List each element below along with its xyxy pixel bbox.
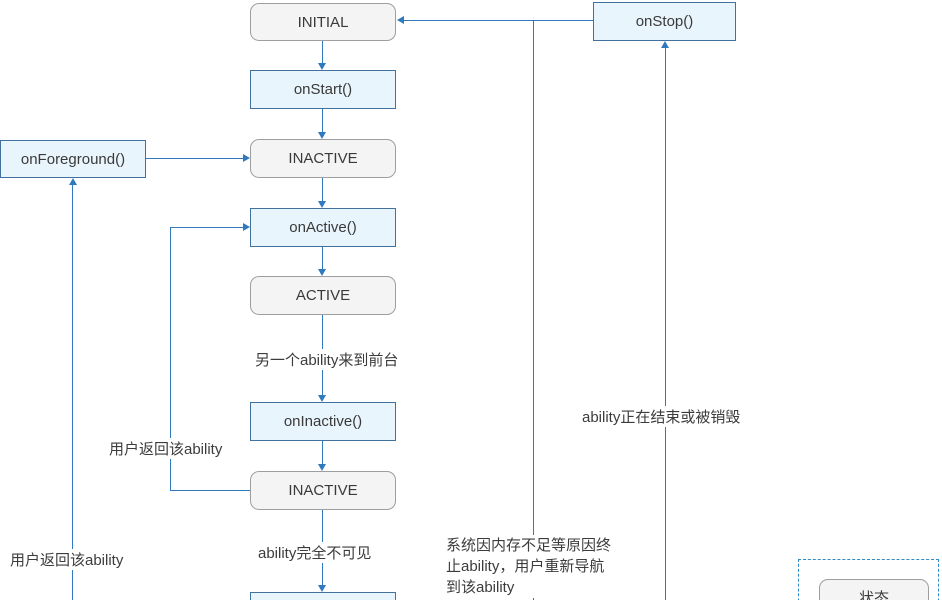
- arrowhead-into-inactive2: [318, 464, 326, 471]
- arrowhead-into-inactive-left: [243, 154, 250, 162]
- edge-inactive-to-onactive: [322, 178, 323, 202]
- oninactive-label: onInactive(): [283, 413, 363, 430]
- edge-onstart-to-inactive: [322, 109, 323, 133]
- edge-label-ability-ending: ability正在结束或被销毁: [580, 406, 743, 427]
- onstop-box: onStop(): [593, 2, 736, 41]
- initial-state-label: INITIAL: [297, 13, 349, 31]
- edge-oninactive-to-inactive2: [322, 441, 323, 465]
- inactive-state-box-top: INACTIVE: [250, 139, 396, 178]
- edge-return-to-onforeground-vertical: [72, 185, 73, 600]
- arrowhead-into-onstop-bottom: [661, 41, 669, 48]
- arrowhead-into-onactive-top: [318, 201, 326, 208]
- legend-state-box: 状态: [819, 579, 929, 600]
- edge-inactive2-to-onactive-bottom: [170, 490, 250, 491]
- arrowhead-into-oninactive: [318, 395, 326, 402]
- bottom-partial-box: [250, 592, 396, 600]
- inactive-bottom-label: INACTIVE: [288, 482, 358, 499]
- edge-onactive-to-active: [322, 247, 323, 270]
- onforeground-label: onForeground(): [20, 150, 126, 168]
- inactive-top-label: INACTIVE: [288, 150, 358, 167]
- onstop-label: onStop(): [635, 13, 694, 30]
- arrowhead-into-initial-right: [397, 16, 404, 24]
- inactive-state-box-bottom: INACTIVE: [250, 471, 396, 510]
- edge-initial-to-onstart: [322, 41, 323, 64]
- edge-label-system-low-memory: 系统因内存不足等原因终 止ability，用户重新导航 到该ability: [444, 535, 638, 598]
- onstart-box: onStart(): [250, 70, 396, 109]
- edge-destroy-to-onstop-vertical: [665, 48, 666, 600]
- arrowhead-into-background-box: [318, 585, 326, 592]
- onstart-label: onStart(): [293, 81, 353, 98]
- oninactive-box: onInactive(): [250, 402, 396, 441]
- edge-onforeground-to-inactive: [146, 158, 243, 159]
- arrowhead-into-onstart: [318, 63, 326, 70]
- edge-label-user-returns-mid: 用户返回该ability: [107, 438, 225, 459]
- legend-panel: 状态: [798, 559, 939, 600]
- initial-state-box: INITIAL: [250, 3, 396, 41]
- arrowhead-into-onactive-left: [243, 223, 250, 231]
- onforeground-box: onForeground(): [0, 140, 146, 178]
- edge-label-ability-invisible: ability完全不可见: [256, 542, 374, 563]
- arrowhead-into-onforeground-bottom: [69, 178, 77, 185]
- legend-state-label: 状态: [858, 590, 889, 600]
- edge-inactive2-to-onactive-top: [170, 227, 243, 228]
- edge-inactive2-to-onactive-vertical: [170, 227, 171, 490]
- edge-label-another-ability-foreground: 另一个ability来到前台: [253, 349, 401, 370]
- active-state-box: ACTIVE: [250, 276, 396, 315]
- edge-system-restart-vertical: [533, 21, 534, 600]
- edge-onstop-to-initial: [403, 20, 593, 21]
- arrowhead-into-active: [318, 269, 326, 276]
- active-state-label: ACTIVE: [295, 287, 351, 304]
- arrowhead-into-inactive: [318, 132, 326, 139]
- onactive-box: onActive(): [250, 208, 396, 247]
- edge-label-user-returns-bottom: 用户返回该ability: [8, 549, 126, 570]
- onactive-label: onActive(): [289, 219, 357, 236]
